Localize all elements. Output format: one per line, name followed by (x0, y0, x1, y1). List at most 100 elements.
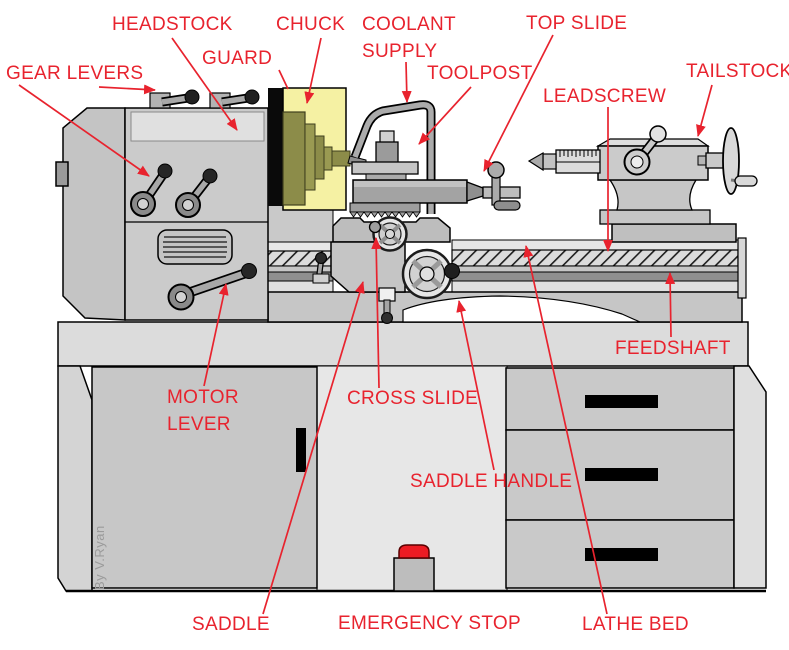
drawer-3-handle (585, 548, 658, 561)
author-credit: By V.Ryan (92, 525, 107, 590)
gear-lever-1[interactable] (149, 89, 200, 109)
tailstock-clamp-lever[interactable] (623, 125, 667, 176)
line-headstock (171, 37, 238, 131)
bed-bands-right (451, 239, 739, 293)
toolpost-clamp-knob[interactable] (379, 130, 395, 144)
bed-connector (267, 204, 334, 246)
lever-ball[interactable] (157, 163, 173, 179)
tool-holder (351, 161, 419, 175)
tailstock-crank[interactable] (734, 175, 758, 187)
saddle-handle-ball[interactable] (444, 263, 460, 279)
line-chuck (304, 37, 322, 104)
lever-ball[interactable] (244, 89, 260, 105)
speed-lever-2[interactable] (175, 168, 218, 218)
drawer-unit (505, 367, 735, 589)
label-chuck: CHUCK (276, 14, 346, 35)
graduated-dial (349, 202, 421, 213)
line-gear-levers-front (18, 84, 150, 177)
door-handle (296, 428, 306, 472)
line-saddle (262, 281, 365, 615)
tailstock-base (611, 223, 737, 243)
headstock (55, 89, 269, 321)
cabinet-door (91, 366, 318, 589)
label-lathe-bed: LATHE BED (582, 614, 689, 635)
bench-right-side (733, 365, 767, 589)
label-saddle-handle: SADDLE HANDLE (410, 471, 573, 492)
tailstock-quill (527, 149, 601, 174)
line-lathe-bed (523, 245, 608, 615)
line-saddle-handle (456, 300, 495, 471)
headstock-left-cap (62, 107, 126, 321)
clamp-ball[interactable] (649, 125, 667, 143)
chuck-body (282, 111, 306, 206)
chuck-jaw-step-2 (314, 135, 325, 180)
line-coolant-supply (401, 61, 412, 103)
toolpost-column (375, 141, 399, 164)
coolant-pipe (352, 102, 434, 214)
line-motor-lever (203, 283, 229, 387)
label-headstock: HEADSTOCK (112, 14, 233, 35)
bed-end-cap (737, 237, 747, 299)
tailstock-body (597, 145, 709, 181)
carriage (330, 100, 521, 324)
feedshaft (451, 271, 739, 282)
apron-clamp (378, 287, 396, 324)
toolpost (351, 130, 419, 182)
chuck-backplate (268, 88, 283, 206)
chuck-jaw-step-3 (323, 146, 333, 171)
top-slide-crank-handle[interactable] (493, 200, 521, 211)
label-feedshaft: FEEDSHAFT (615, 338, 731, 359)
lever-ball[interactable] (184, 89, 200, 105)
emergency-stop-button[interactable] (393, 544, 435, 592)
label-tailstock: TAILSTOCK (686, 61, 789, 82)
label-coolant-supply: COOLANT SUPPLY (362, 11, 456, 65)
label-emergency-stop: EMERGENCY STOP (338, 613, 521, 634)
line-cross-slide (371, 237, 382, 389)
cross-slide-handwheel[interactable] (368, 216, 408, 252)
bench-left-side (57, 365, 93, 592)
vent-grille (157, 229, 233, 265)
chuck-jaw-step-1 (304, 123, 316, 191)
label-leadscrew: LEADSCREW (543, 86, 667, 107)
bench-top (57, 321, 749, 367)
leadscrew (451, 249, 739, 267)
line-top-slide (483, 34, 554, 172)
drawer-2-handle (585, 468, 658, 481)
emergency-stop-dome[interactable] (398, 544, 430, 559)
line-gear-levers-top (98, 84, 156, 95)
label-cross-slide: CROSS SLIDE (347, 388, 479, 409)
top-slide-cone (466, 181, 484, 202)
gear-lever-2[interactable] (209, 89, 260, 109)
label-motor-line2: LEVER (167, 414, 231, 435)
label-guard: GUARD (202, 48, 273, 69)
saddle-handwheel[interactable] (401, 248, 460, 300)
tailstock-foot (599, 209, 711, 225)
label-toolpost: TOOLPOST (427, 63, 533, 84)
tailstock-handwheel[interactable] (697, 127, 758, 195)
speed-lever-1[interactable] (130, 163, 173, 217)
tailstock-waist (608, 179, 698, 211)
lever-ball[interactable] (202, 168, 218, 184)
label-coolant-line1: COOLANT (362, 14, 456, 35)
top-slide-highlight (354, 181, 466, 187)
dead-centre (527, 151, 544, 172)
top-slide-handle-ball[interactable] (487, 161, 505, 179)
cross-slide-knob[interactable] (368, 220, 382, 234)
workpiece (331, 150, 351, 167)
drawer-1-handle (585, 395, 658, 408)
bench (57, 321, 767, 593)
headstock-top-panel (130, 111, 265, 142)
line-tailstock (696, 84, 713, 137)
label-top-slide: TOP SLIDE (526, 13, 628, 34)
label-gear-levers: GEAR LEVERS (6, 63, 144, 84)
label-saddle: SADDLE (192, 614, 270, 635)
top-slide (352, 161, 521, 211)
chuck-guard (268, 87, 367, 211)
emergency-stop-base (393, 557, 435, 592)
motor-lever[interactable] (167, 263, 257, 311)
top-slide-bracket (482, 186, 521, 199)
lever-ball[interactable] (241, 263, 257, 279)
label-motor-line1: MOTOR (167, 387, 239, 408)
